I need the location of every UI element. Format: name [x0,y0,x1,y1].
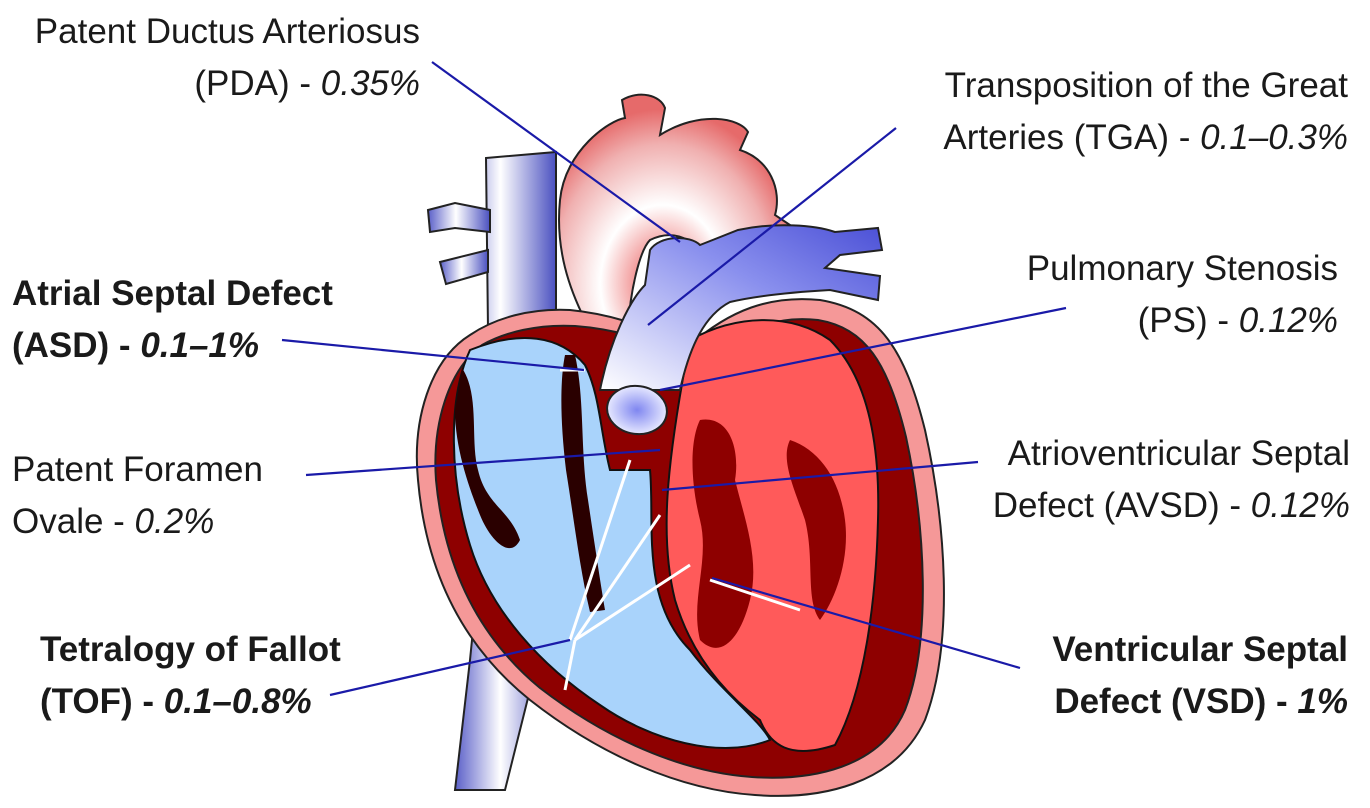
pda-abbr: (PDA) - [194,64,320,103]
vsd-abbr: Defect (VSD) - [1054,682,1297,721]
tga-name: Transposition of the Great [880,60,1348,112]
tga-abbr: Arteries (TGA) - [943,118,1200,157]
vsd-prevalence: 1% [1297,682,1348,721]
pfo-abbr: Ovale - [12,502,135,541]
pfo-name: Patent Foramen [12,444,263,496]
tof-name: Tetralogy of Fallot [40,624,341,676]
ps-label: Pulmonary Stenosis (PS) - 0.12% [960,243,1338,347]
asd-abbr: (ASD) - [12,326,140,365]
avsd-name: Atrioventricular Septal [940,428,1350,480]
pfo-label: Patent Foramen Ovale - 0.2% [12,444,263,548]
ps-name: Pulmonary Stenosis [960,243,1338,295]
ps-abbr: (PS) - [1138,301,1239,340]
avsd-abbr: Defect (AVSD) - [993,486,1251,525]
pda-label: Patent Ductus Arteriosus (PDA) - 0.35% [8,6,420,110]
pda-prevalence: 0.35% [321,64,420,103]
tof-abbr: (TOF) - [40,682,164,721]
avsd-label: Atrioventricular Septal Defect (AVSD) - … [940,428,1350,532]
vein-branch-lower [440,250,488,284]
asd-prevalence: 0.1–1% [140,326,259,365]
ps-prevalence: 0.12% [1239,301,1338,340]
avsd-prevalence: 0.12% [1251,486,1350,525]
asd-name: Atrial Septal Defect [12,268,333,320]
pda-name: Patent Ductus Arteriosus [8,6,420,58]
tof-prevalence: 0.1–0.8% [164,682,312,721]
vsd-name: Ventricular Septal [1000,624,1348,676]
tga-prevalence: 0.1–0.3% [1200,118,1348,157]
vsd-label: Ventricular Septal Defect (VSD) - 1% [1000,624,1348,728]
vein-branch-upper [428,203,490,232]
pfo-prevalence: 0.2% [135,502,215,541]
asd-label: Atrial Septal Defect (ASD) - 0.1–1% [12,268,333,372]
tga-label: Transposition of the Great Arteries (TGA… [880,60,1348,164]
tof-label: Tetralogy of Fallot (TOF) - 0.1–0.8% [40,624,341,728]
